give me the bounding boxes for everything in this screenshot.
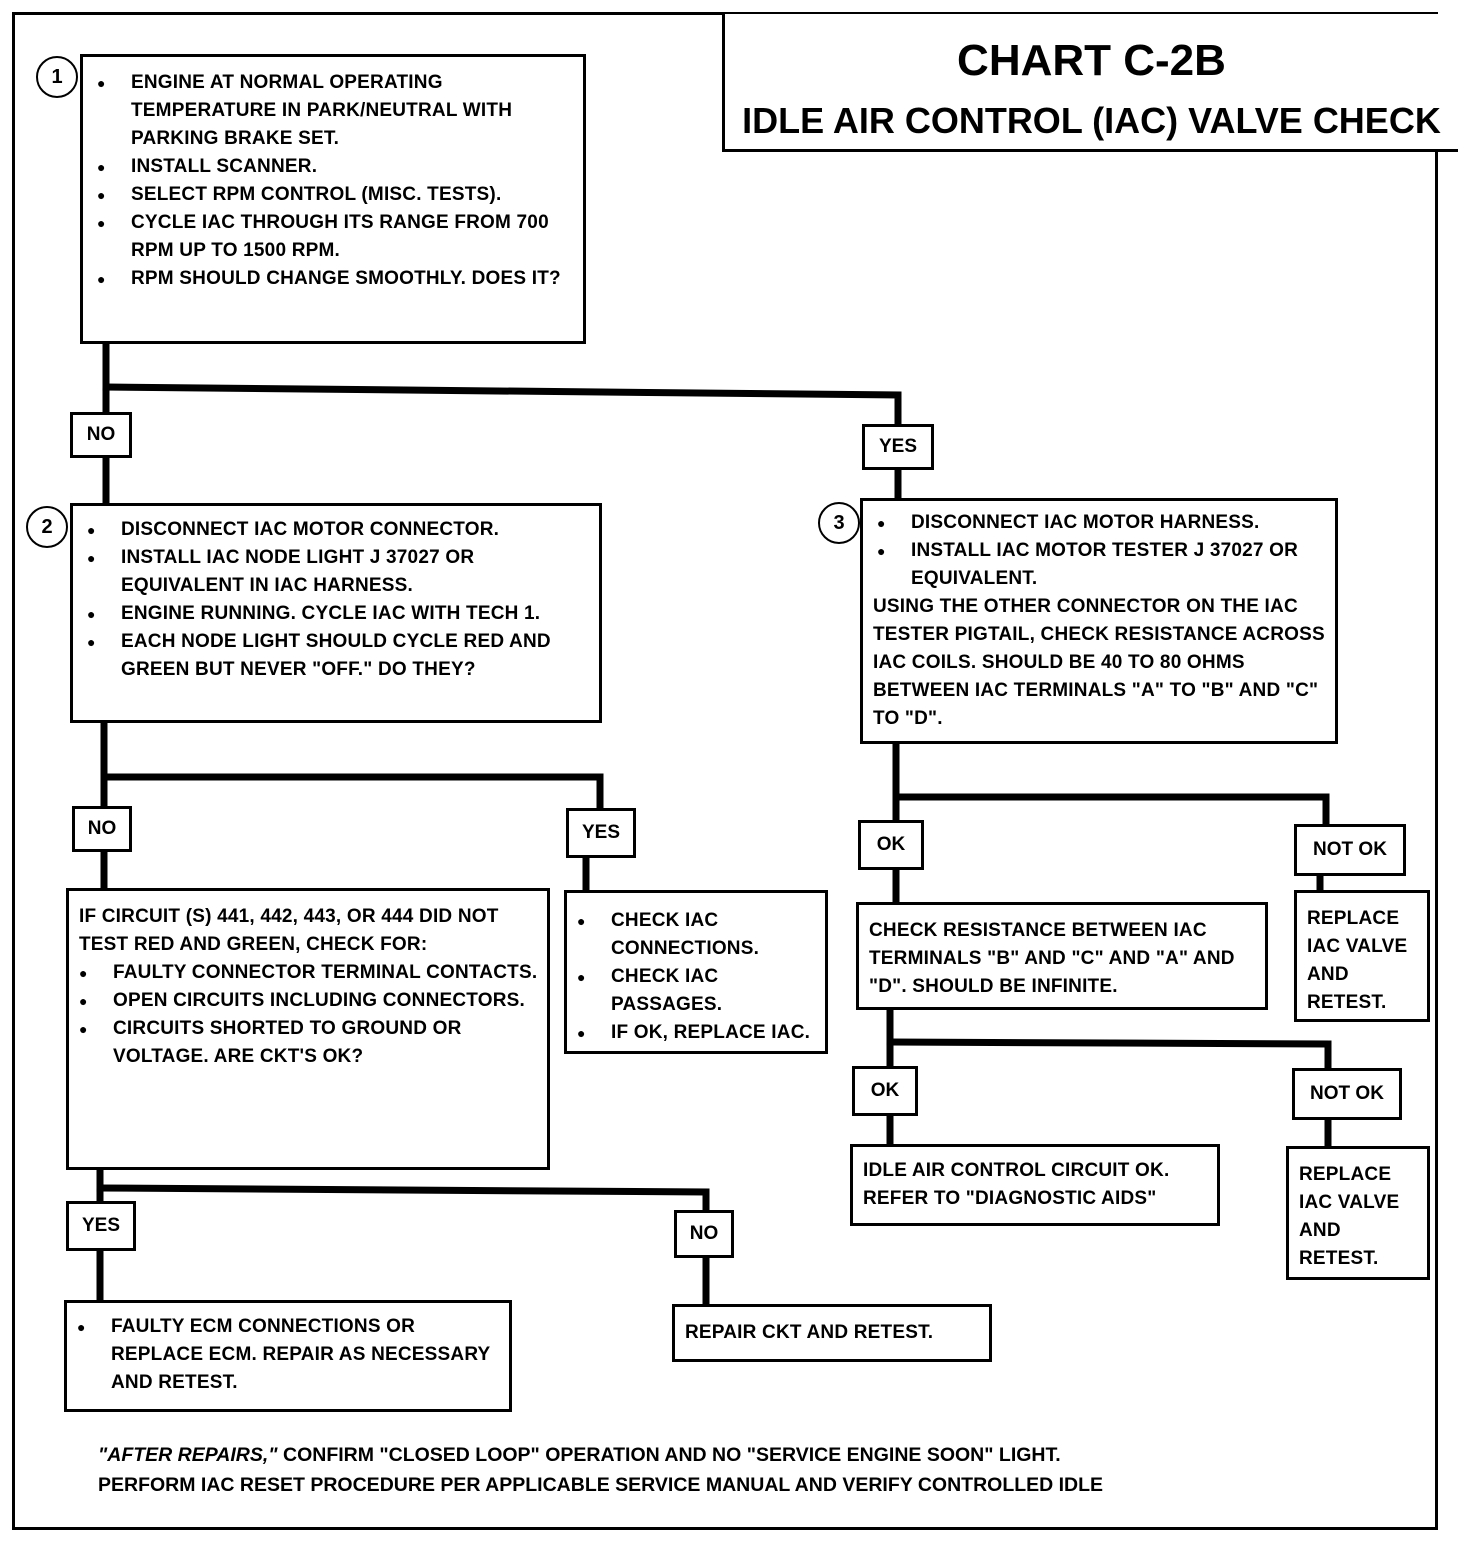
step-1-item: SELECT RPM CONTROL (MISC. TESTS). <box>87 181 573 209</box>
circuit-check-box: IF CIRCUIT (S) 441, 442, 443, OR 444 DID… <box>66 888 550 1170</box>
step-2-item: ENGINE RUNNING. CYCLE IAC WITH TECH 1. <box>77 600 589 628</box>
step-3-text: USING THE OTHER CONNECTOR ON THE IAC TES… <box>873 596 1325 729</box>
ecm-item: FAULTY ECM CONNECTIONS OR REPLACE ECM. R… <box>67 1313 501 1397</box>
label-no: NO <box>70 412 132 458</box>
step-2-marker: 2 <box>26 506 68 548</box>
footer-after-repairs: "AFTER REPAIRS," <box>98 1444 278 1466</box>
circuit-check-item: OPEN CIRCUITS INCLUDING CONNECTORS. <box>69 987 539 1015</box>
step-3-marker: 3 <box>818 502 860 544</box>
circuit-check-intro: IF CIRCUIT (S) 441, 442, 443, OR 444 DID… <box>79 906 499 955</box>
step-1-item: ENGINE AT NORMAL OPERATING TEMPERATURE I… <box>87 69 573 153</box>
replace-iac-text: REPLACE IAC VALVE AND RETEST. <box>1299 1164 1400 1269</box>
footer-line-2: PERFORM IAC RESET PROCEDURE PER APPLICAB… <box>98 1474 1104 1496</box>
step-2-item: INSTALL IAC NODE LIGHT J 37027 OR EQUIVA… <box>77 544 589 600</box>
label-not-ok: NOT OK <box>1294 824 1406 876</box>
step-3-list: DISCONNECT IAC MOTOR HARNESS. INSTALL IA… <box>867 509 1325 593</box>
wire-ckt-no <box>96 1184 710 1216</box>
label-ok: OK <box>852 1066 918 1116</box>
step-3-item: INSTALL IAC MOTOR TESTER J 37027 OR EQUI… <box>867 537 1325 593</box>
label-no: NO <box>674 1210 734 1258</box>
chart-id: CHART C-2B <box>957 36 1226 85</box>
repair-ckt-text: REPAIR CKT AND RETEST. <box>685 1322 934 1343</box>
chart-subtitle: IDLE AIR CONTROL (IAC) VALVE CHECK <box>742 100 1441 141</box>
idle-ok-box: IDLE AIR CONTROL CIRCUIT OK. REFER TO "D… <box>850 1144 1220 1226</box>
step-1-list: ENGINE AT NORMAL OPERATING TEMPERATURE I… <box>87 69 573 293</box>
check-iac-list: CHECK IAC CONNECTIONS. CHECK IAC PASSAGE… <box>567 907 817 1047</box>
step-2-item: DISCONNECT IAC MOTOR CONNECTOR. <box>77 516 589 544</box>
check-iac-item: CHECK IAC PASSAGES. <box>567 963 817 1019</box>
replace-iac-box: REPLACE IAC VALVE AND RETEST. <box>1294 890 1430 1022</box>
wire-3-notok <box>892 793 1330 829</box>
label-ok: OK <box>858 820 924 870</box>
step-2-item: EACH NODE LIGHT SHOULD CYCLE RED AND GRE… <box>77 628 589 684</box>
chart-title-box: CHART C-2B IDLE AIR CONTROL (IAC) VALVE … <box>722 14 1458 152</box>
resistance-check-text: CHECK RESISTANCE BETWEEN IAC TERMINALS "… <box>869 920 1235 997</box>
repair-ckt-box: REPAIR CKT AND RETEST. <box>672 1304 992 1362</box>
idle-ok-text: IDLE AIR CONTROL CIRCUIT OK. REFER TO "D… <box>863 1160 1170 1209</box>
circuit-check-item: CIRCUITS SHORTED TO GROUND OR VOLTAGE. A… <box>69 1015 539 1071</box>
check-iac-item: CHECK IAC CONNECTIONS. <box>567 907 817 963</box>
circuit-check-list: FAULTY CONNECTOR TERMINAL CONTACTS. OPEN… <box>69 959 539 1071</box>
label-no: NO <box>72 806 132 852</box>
label-yes: YES <box>862 424 934 470</box>
label-yes: YES <box>66 1201 136 1251</box>
step-1-item: RPM SHOULD CHANGE SMOOTHLY. DOES IT? <box>87 265 573 293</box>
outer-frame <box>12 12 1438 1530</box>
wire-1-yes <box>102 383 902 428</box>
label-not-ok: NOT OK <box>1292 1068 1402 1120</box>
step-3-box: DISCONNECT IAC MOTOR HARNESS. INSTALL IA… <box>860 498 1338 744</box>
footer-line-1-rest: CONFIRM "CLOSED LOOP" OPERATION AND NO "… <box>277 1444 1061 1466</box>
ecm-box: FAULTY ECM CONNECTIONS OR REPLACE ECM. R… <box>64 1300 512 1412</box>
replace-iac-box: REPLACE IAC VALVE AND RETEST. <box>1286 1146 1430 1280</box>
check-iac-box: CHECK IAC CONNECTIONS. CHECK IAC PASSAGE… <box>564 890 828 1054</box>
label-yes: YES <box>566 808 636 858</box>
wire-2-yes <box>100 773 604 812</box>
step-1-box: ENGINE AT NORMAL OPERATING TEMPERATURE I… <box>80 54 586 344</box>
step-3-item: DISCONNECT IAC MOTOR HARNESS. <box>867 509 1325 537</box>
step-1-marker: 1 <box>36 56 78 98</box>
check-iac-item: IF OK, REPLACE IAC. <box>567 1019 817 1047</box>
footer-note: "AFTER REPAIRS," CONFIRM "CLOSED LOOP" O… <box>98 1440 1298 1500</box>
step-1-item: CYCLE IAC THROUGH ITS RANGE FROM 700 RPM… <box>87 209 573 265</box>
wire-res-notok <box>886 1038 1332 1072</box>
step-2-box: DISCONNECT IAC MOTOR CONNECTOR. INSTALL … <box>70 503 602 723</box>
ecm-list: FAULTY ECM CONNECTIONS OR REPLACE ECM. R… <box>67 1313 501 1397</box>
step-2-list: DISCONNECT IAC MOTOR CONNECTOR. INSTALL … <box>77 516 589 684</box>
resistance-check-box: CHECK RESISTANCE BETWEEN IAC TERMINALS "… <box>856 902 1268 1010</box>
footer-line-1: "AFTER REPAIRS," CONFIRM "CLOSED LOOP" O… <box>98 1440 1298 1470</box>
step-1-item: INSTALL SCANNER. <box>87 153 573 181</box>
replace-iac-text: REPLACE IAC VALVE AND RETEST. <box>1307 908 1408 1013</box>
circuit-check-item: FAULTY CONNECTOR TERMINAL CONTACTS. <box>69 959 539 987</box>
